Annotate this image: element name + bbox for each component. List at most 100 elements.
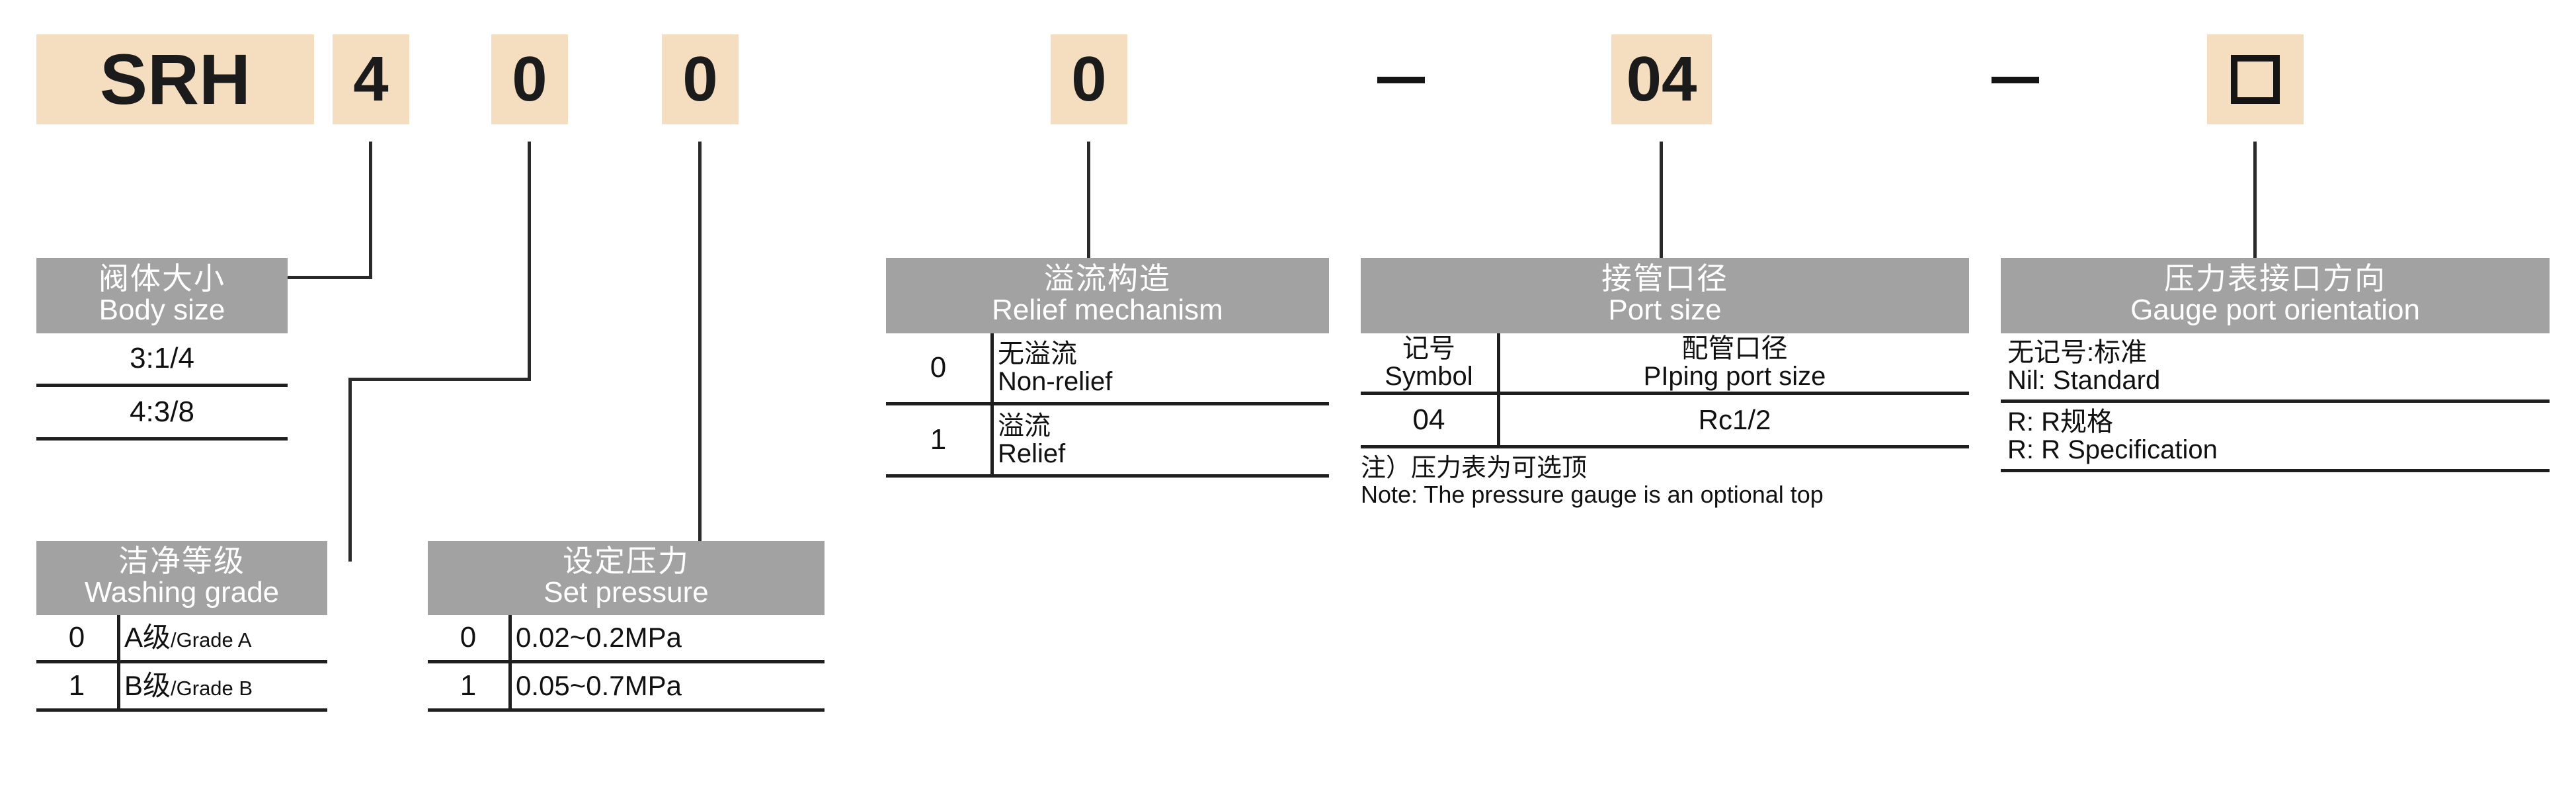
washing-grade-row-1-desc: B级/Grade B xyxy=(118,661,327,712)
set-pressure-row-1-value-text: 0.05~0.7MPa xyxy=(516,669,682,701)
table-row[interactable]: 4:3/8 xyxy=(36,385,288,441)
code-segment-gauge-port-orientation[interactable] xyxy=(2207,34,2304,124)
section-gauge-port-orientation-title-cn: 压力表接口方向 xyxy=(2164,261,2386,296)
gauge-port-row-1: R: R规格 R: R Specification xyxy=(2001,401,2550,472)
gauge-port-row-0-en: Nil: Standard xyxy=(2007,366,2161,395)
table-row[interactable]: 无记号:标准 Nil: Standard xyxy=(2001,333,2550,403)
section-body-size: 阀体大小 Body size 3:1/4 4:3/8 xyxy=(36,258,288,441)
table-row[interactable]: 3:1/4 xyxy=(36,333,288,387)
washing-grade-row-0-cn: A级 xyxy=(124,621,171,653)
section-body-size-header: 阀体大小 Body size xyxy=(36,258,288,333)
connector-relief-mechanism-vertical xyxy=(1087,142,1090,259)
table-row[interactable]: 1 0.05~0.7MPa xyxy=(428,661,825,712)
port-size-note: 注）压力表为可选顶 Note: The pressure gauge is an… xyxy=(1361,454,1969,508)
relief-mechanism-row-0-cn: 无溢流 xyxy=(998,339,1077,368)
body-size-row-0-value: 3:1/4 xyxy=(36,333,288,387)
connector-set-pressure-vertical xyxy=(698,142,702,562)
section-relief-mechanism-title-cn: 溢流构造 xyxy=(1044,261,1171,296)
section-washing-grade-table: 0 A级/Grade A 1 B级/Grade B xyxy=(36,615,327,712)
code-segment-port-size[interactable]: 04 xyxy=(1611,34,1712,124)
connector-body-size-vertical xyxy=(369,142,372,279)
port-size-row-0-value: Rc1/2 xyxy=(1498,393,1969,448)
port-size-header-desc-en: PIping port size xyxy=(1643,362,1826,391)
port-size-row-0-symbol: 04 xyxy=(1361,393,1500,448)
relief-mechanism-row-1-en: Relief xyxy=(998,439,1066,468)
section-gauge-port-orientation-header: 压力表接口方向 Gauge port orientation xyxy=(2001,258,2550,333)
section-relief-mechanism-header: 溢流构造 Relief mechanism xyxy=(886,258,1329,333)
relief-mechanism-row-0-en: Non-relief xyxy=(998,367,1113,396)
set-pressure-row-0-value: 0.02~0.2MPa xyxy=(510,615,825,663)
port-size-header-symbol: 记号 Symbol xyxy=(1361,333,1500,395)
section-washing-grade-header: 洁净等级 Washing grade xyxy=(36,541,327,615)
section-body-size-title-cn: 阀体大小 xyxy=(99,261,225,296)
code-segment-relief-mechanism-value: 0 xyxy=(1071,44,1107,114)
section-set-pressure-table: 0 0.02~0.2MPa 1 0.05~0.7MPa xyxy=(428,615,825,712)
section-port-size-title-en: Port size xyxy=(1608,294,1722,327)
section-set-pressure-title-cn: 设定压力 xyxy=(563,544,690,579)
port-size-header-desc: 配管口径 PIping port size xyxy=(1498,333,1969,395)
port-size-header-symbol-en: Symbol xyxy=(1385,362,1473,391)
section-washing-grade-title-cn: 洁净等级 xyxy=(118,544,245,579)
relief-mechanism-row-0-symbol: 0 xyxy=(886,333,994,405)
table-row[interactable]: 0 A级/Grade A xyxy=(36,615,327,663)
code-separator-1 xyxy=(1377,77,1425,83)
washing-grade-row-1-en: /Grade B xyxy=(171,676,253,700)
code-segment-series-value: SRH xyxy=(99,39,251,119)
port-size-row-0-value-text: Rc1/2 xyxy=(1698,403,1771,435)
code-segment-body-size-value: 4 xyxy=(353,44,389,114)
square-symbol-icon xyxy=(2231,55,2280,104)
code-segment-set-pressure[interactable]: 0 xyxy=(662,34,739,124)
table-row[interactable]: 1 B级/Grade B xyxy=(36,661,327,712)
gauge-port-row-1-cn: R: R规格 xyxy=(2007,407,2113,437)
section-port-size: 接管口径 Port size 记号 Symbol 配管口径 PIping por… xyxy=(1361,258,1969,507)
code-segment-series[interactable]: SRH xyxy=(36,34,314,124)
section-relief-mechanism: 溢流构造 Relief mechanism 0 无溢流 Non-relief 1… xyxy=(886,258,1329,478)
connector-washing-grade-vertical-1 xyxy=(528,142,531,381)
section-port-size-header: 接管口径 Port size xyxy=(1361,258,1969,333)
section-washing-grade: 洁净等级 Washing grade 0 A级/Grade A 1 B级/Gra… xyxy=(36,541,327,712)
set-pressure-row-0-symbol: 0 xyxy=(428,615,512,663)
connector-gauge-port-vertical xyxy=(2253,142,2257,259)
section-body-size-title-en: Body size xyxy=(99,294,225,327)
code-segment-relief-mechanism[interactable]: 0 xyxy=(1051,34,1127,124)
section-set-pressure: 设定压力 Set pressure 0 0.02~0.2MPa 1 0.05~0… xyxy=(428,541,825,712)
port-size-note-cn: 注）压力表为可选顶 xyxy=(1361,454,1588,482)
section-washing-grade-title-en: Washing grade xyxy=(84,576,280,609)
section-set-pressure-header: 设定压力 Set pressure xyxy=(428,541,825,615)
connector-port-size-vertical xyxy=(1660,142,1663,259)
gauge-port-row-0: 无记号:标准 Nil: Standard xyxy=(2001,333,2550,403)
section-set-pressure-title-en: Set pressure xyxy=(543,576,709,609)
washing-grade-row-0-symbol: 0 xyxy=(36,615,120,663)
port-size-header-symbol-cn: 记号 xyxy=(1402,334,1455,363)
table-row[interactable]: R: R规格 R: R Specification xyxy=(2001,401,2550,472)
relief-mechanism-row-0-desc: 无溢流 Non-relief xyxy=(992,333,1329,405)
washing-grade-row-1-cn: B级 xyxy=(124,669,171,701)
table-row[interactable]: 04 Rc1/2 xyxy=(1361,393,1969,448)
connector-body-size-horizontal xyxy=(288,276,372,279)
set-pressure-row-1-symbol: 1 xyxy=(428,661,512,712)
section-port-size-title-cn: 接管口径 xyxy=(1601,261,1728,296)
table-row[interactable]: 1 溢流 Relief xyxy=(886,403,1329,478)
washing-grade-row-0-desc: A级/Grade A xyxy=(118,615,327,663)
table-row[interactable]: 0 无溢流 Non-relief xyxy=(886,333,1329,405)
washing-grade-row-1-symbol: 1 xyxy=(36,661,120,712)
relief-mechanism-row-1-desc: 溢流 Relief xyxy=(992,403,1329,478)
table-header-row: 记号 Symbol 配管口径 PIping port size xyxy=(1361,333,1969,395)
connector-washing-grade-horizontal xyxy=(348,378,531,381)
code-separator-2 xyxy=(1992,77,2039,83)
gauge-port-row-1-en: R: R Specification xyxy=(2007,435,2218,464)
code-segment-washing-grade-value: 0 xyxy=(512,44,547,114)
table-row[interactable]: 0 0.02~0.2MPa xyxy=(428,615,825,663)
code-segment-set-pressure-value: 0 xyxy=(682,44,718,114)
set-pressure-row-1-value: 0.05~0.7MPa xyxy=(510,661,825,712)
section-gauge-port-orientation-table: 无记号:标准 Nil: Standard R: R规格 R: R Specifi… xyxy=(2001,333,2550,472)
code-segment-washing-grade[interactable]: 0 xyxy=(491,34,568,124)
section-gauge-port-orientation-title-en: Gauge port orientation xyxy=(2130,294,2420,327)
relief-mechanism-row-1-cn: 溢流 xyxy=(998,411,1051,441)
section-gauge-port-orientation: 压力表接口方向 Gauge port orientation 无记号:标准 Ni… xyxy=(2001,258,2550,472)
code-segment-body-size[interactable]: 4 xyxy=(333,34,409,124)
code-segment-port-size-value: 04 xyxy=(1626,44,1697,114)
port-size-header-desc-cn: 配管口径 xyxy=(1681,334,1788,363)
section-relief-mechanism-title-en: Relief mechanism xyxy=(992,294,1223,327)
washing-grade-row-0-en: /Grade A xyxy=(171,628,252,652)
